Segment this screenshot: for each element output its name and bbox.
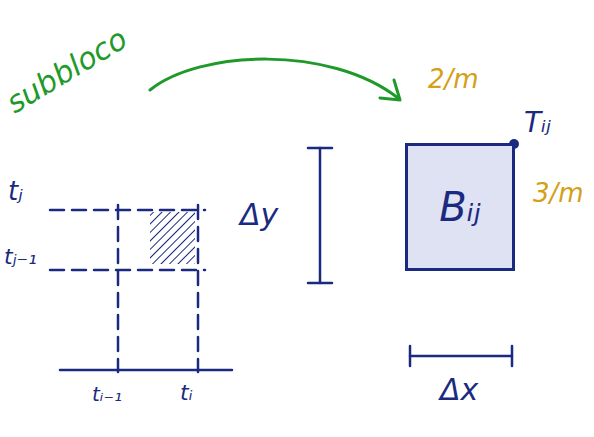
dx-bracket (410, 346, 512, 366)
mini-grid (50, 205, 232, 372)
axis-label: tⱼ₋₁ (4, 244, 37, 269)
axis-label: tᵢ₋₁ (92, 382, 122, 406)
fraction-label: 3/m (533, 178, 584, 208)
green-arrow (150, 59, 400, 100)
axis-label: tᵢ (180, 380, 193, 405)
dy-bracket (308, 148, 332, 283)
fraction-label: 2/m (428, 64, 479, 94)
point-label: Tᵢⱼ (524, 106, 551, 139)
box-label: Bᵢⱼ (439, 184, 481, 230)
axis-label: tⱼ (8, 176, 23, 206)
callout-word: subbloco (0, 21, 133, 120)
subblock-box: Bᵢⱼ (405, 143, 515, 271)
dimension-label: Δy (240, 197, 278, 232)
dimension-label: Δx (440, 372, 478, 407)
